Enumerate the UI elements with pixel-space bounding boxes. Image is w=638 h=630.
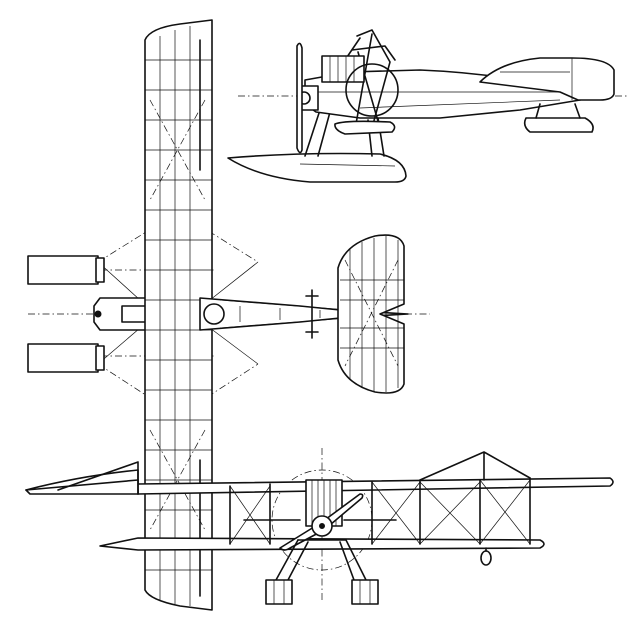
front-lower-wing xyxy=(99,537,545,551)
front-propeller xyxy=(279,493,364,551)
side-view xyxy=(227,29,628,183)
side-float xyxy=(227,152,407,183)
plan-main-wing xyxy=(144,19,213,611)
front-float-left xyxy=(265,579,293,605)
side-propeller xyxy=(296,42,303,154)
front-float-right xyxy=(351,579,379,605)
plan-float-left xyxy=(27,255,99,285)
front-view xyxy=(25,448,614,605)
side-tail-fin xyxy=(479,57,615,101)
plan-view xyxy=(27,19,430,611)
plan-float-right xyxy=(27,343,99,373)
